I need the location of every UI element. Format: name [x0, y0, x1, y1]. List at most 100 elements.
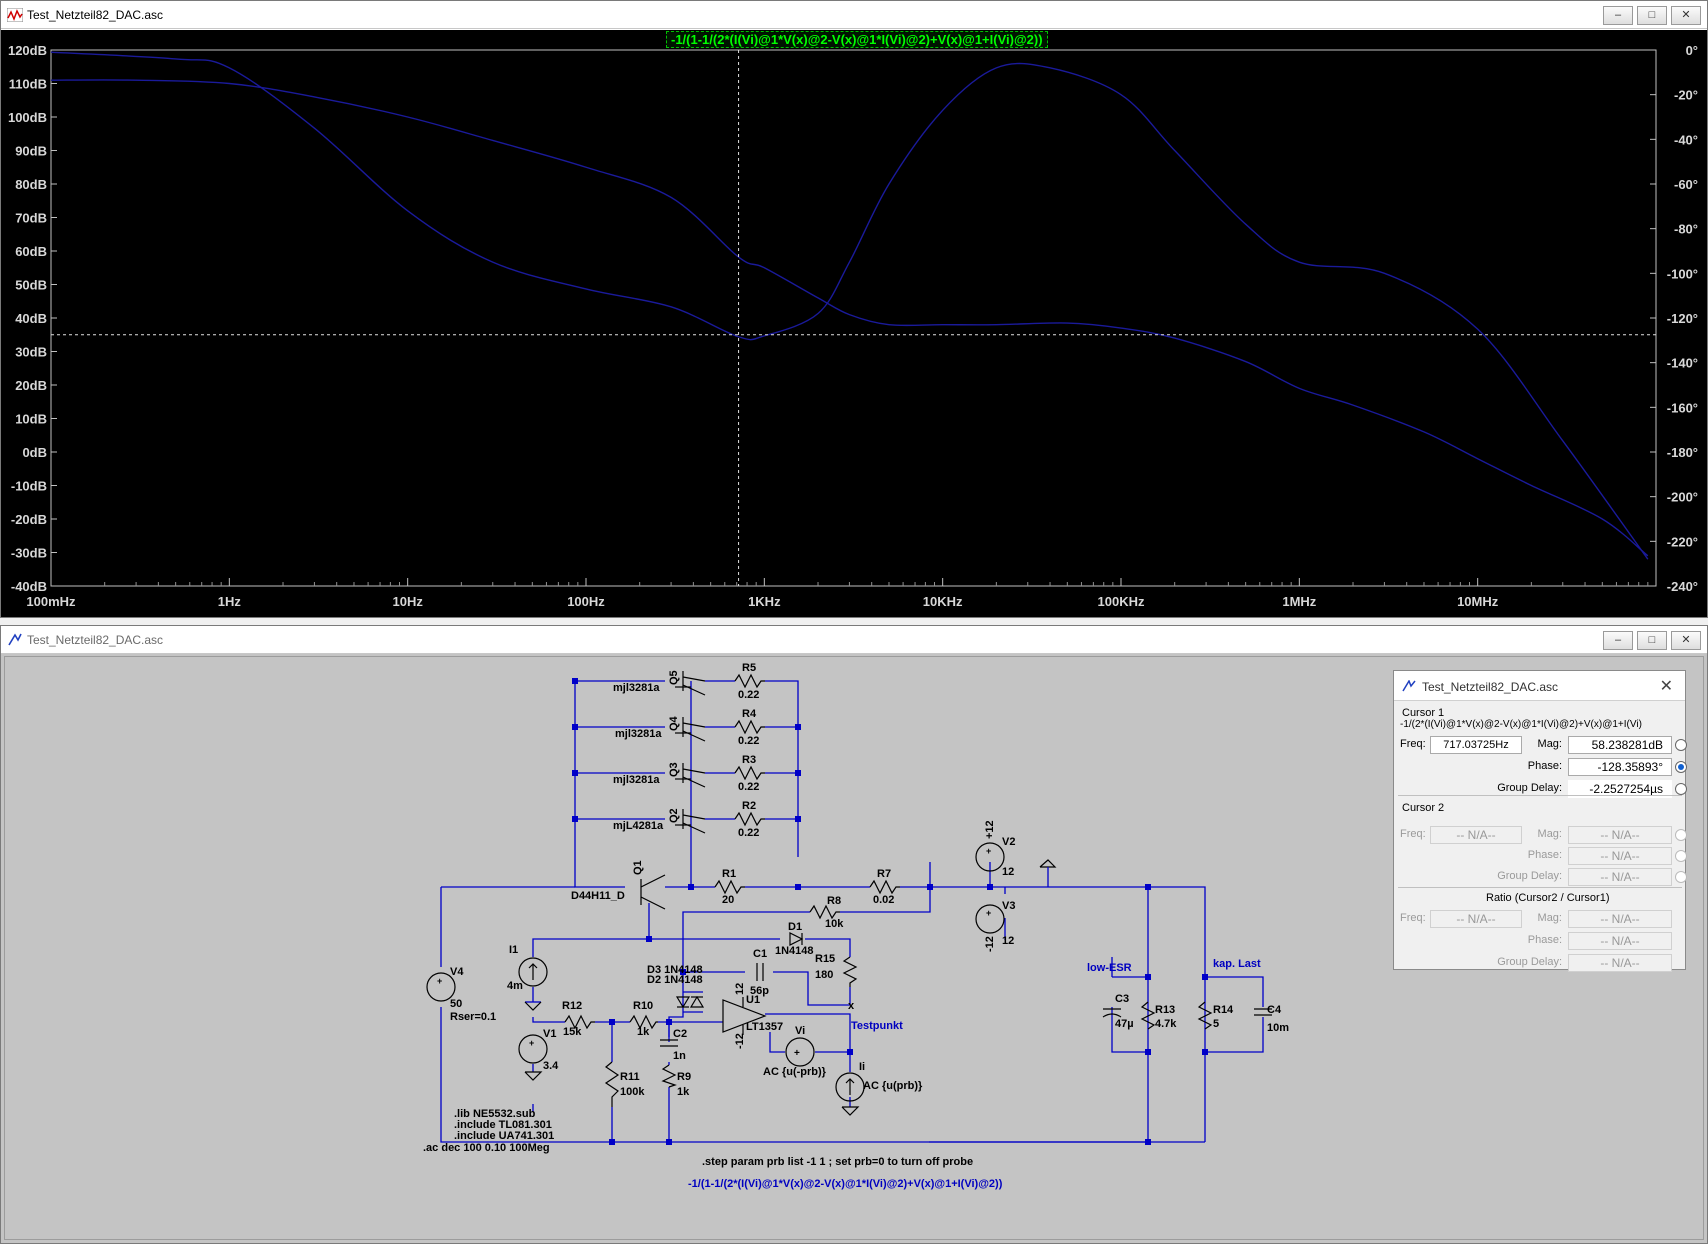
current-source-i1[interactable]: [518, 957, 548, 987]
cursor1-mag-field[interactable]: 58.238281dB: [1568, 736, 1672, 754]
r11-label: R11: [620, 1071, 640, 1083]
cursor2-group-delay-field: -- N/A--: [1568, 868, 1672, 886]
cursor1-mag-radio[interactable]: [1675, 739, 1687, 751]
waveform-titlebar[interactable]: Test_Netzteil82_DAC.asc – □ ✕: [1, 1, 1707, 29]
r12-value: 15k: [563, 1026, 582, 1038]
cursor2-label: Cursor 2: [1402, 802, 1445, 814]
voltage-source-v1[interactable]: +: [518, 1034, 548, 1064]
cursor1-group-delay-field[interactable]: -2.2527254µs: [1568, 780, 1672, 798]
schematic-window-title: Test_Netzteil82_DAC.asc: [27, 633, 164, 647]
bode-plot[interactable]: 120dB110dB100dB90dB80dB70dB60dB50dB40dB3…: [1, 30, 1707, 617]
low-esr-label: low-ESR: [1087, 962, 1132, 974]
resistor-r11[interactable]: [604, 1061, 620, 1107]
resistor-r1[interactable]: [714, 879, 745, 895]
ground-symbol-top: [1039, 859, 1057, 887]
spice-directive-include2[interactable]: .include UA741.301: [454, 1130, 554, 1142]
c4-label: C4: [1267, 1004, 1282, 1016]
voltage-source-v3[interactable]: +: [975, 904, 1005, 934]
minimize-button[interactable]: –: [1603, 6, 1633, 25]
d2-label: D2 1N4148: [647, 974, 703, 986]
resistor-r10[interactable]: [629, 1014, 658, 1030]
transistor-q3[interactable]: [675, 763, 706, 788]
schematic-titlebar[interactable]: Test_Netzteil82_DAC.asc – □ ✕: [1, 626, 1707, 654]
cursor1-phase-field[interactable]: -128.35893°: [1568, 758, 1672, 776]
maximize-button[interactable]: □: [1637, 6, 1667, 25]
schematic-minimize-button[interactable]: –: [1603, 631, 1633, 650]
y-left-tick-label: 40dB: [15, 311, 47, 326]
schematic-drawing[interactable]: + + + + + Q5 Q4 Q3 Q2: [5, 657, 1705, 1241]
cursor1-phase-radio[interactable]: [1675, 761, 1687, 773]
close-button[interactable]: ✕: [1671, 6, 1701, 25]
vi-label: Vi: [795, 1025, 805, 1037]
c2-value: 1n: [673, 1050, 686, 1062]
cursor2-group-delay-radio: [1675, 871, 1687, 883]
diode-d1[interactable]: [789, 932, 804, 946]
resistor-r13[interactable]: [1140, 1001, 1156, 1030]
x-tick-label: 10KHz: [923, 594, 963, 609]
y-right-tick-label: -140°: [1667, 356, 1698, 371]
cursor2-mag-field: -- N/A--: [1568, 826, 1672, 844]
schematic-close-button[interactable]: ✕: [1671, 631, 1701, 650]
resistor-r8[interactable]: [809, 904, 840, 920]
y-left-tick-label: 80dB: [15, 177, 47, 192]
spice-directive-step[interactable]: .step param prb list -1 1 ; set prb=0 to…: [702, 1156, 973, 1168]
opamp-u1[interactable]: [722, 997, 767, 1035]
schematic-expression-comment[interactable]: -1/(1-1/(2*(I(Vi)@1*V(x)@2-V(x)@1*I(Vi)@…: [688, 1178, 1003, 1190]
schematic-maximize-button[interactable]: □: [1637, 631, 1667, 650]
u1-neg-supply: -12: [734, 1033, 746, 1049]
schematic-app-icon: [8, 633, 22, 646]
spice-directive-lib[interactable]: .lib NE5532.sub: [454, 1108, 536, 1120]
capacitor-c1[interactable]: [756, 963, 764, 981]
y-right-tick-label: -40°: [1674, 132, 1698, 147]
x-tick-label: 1KHz: [748, 594, 781, 609]
cursor1-freq-field[interactable]: 717.03725Hz: [1430, 736, 1522, 754]
voltage-source-v4[interactable]: +: [426, 972, 456, 1002]
resistor-r2[interactable]: [734, 811, 765, 827]
cursor1-expression: -1/(2*(I(Vi)@1*V(x)@2-V(x)@1*I(Vi)@2)+V(…: [1400, 719, 1642, 730]
q5-label: Q5: [668, 670, 680, 685]
transistor-q4[interactable]: [675, 717, 706, 742]
transistor-q2[interactable]: [675, 809, 706, 834]
r4-label: R4: [742, 708, 757, 720]
v4-rser: Rser=0.1: [450, 1011, 496, 1023]
ii-label: Ii: [859, 1061, 865, 1073]
voltage-source-vi[interactable]: +: [785, 1037, 815, 1067]
trace-expression-label[interactable]: -1/(1-1/(2*(I(Vi)@1*V(x)@2-V(x)@1*I(Vi)@…: [666, 31, 1048, 48]
cursor-window-close-icon[interactable]: ✕: [1659, 678, 1673, 695]
resistor-r3[interactable]: [734, 765, 765, 781]
current-source-ii[interactable]: [835, 1072, 865, 1102]
resistor-r4[interactable]: [734, 719, 765, 735]
transistor-q5[interactable]: [675, 671, 706, 696]
r7-value: 0.02: [873, 894, 894, 906]
resistor-r9[interactable]: [661, 1064, 677, 1088]
resistor-r7[interactable]: [869, 879, 900, 895]
spice-directive-ac[interactable]: .ac dec 100 0.10 100Meg: [423, 1142, 550, 1154]
r10-label: R10: [633, 1000, 653, 1012]
capacitor-c3[interactable]: [1102, 1008, 1122, 1018]
cursor-window-titlebar[interactable]: Test_Netzteil82_DAC.asc ✕: [1394, 671, 1685, 701]
diode-d2-d3[interactable]: [675, 991, 705, 1013]
r14-value: 5: [1213, 1018, 1219, 1030]
cursor2-freq-label: Freq:: [1400, 828, 1426, 840]
ground-ii: [841, 1102, 860, 1116]
spice-directive-include1[interactable]: .include TL081.301: [454, 1119, 552, 1131]
cursor2-phase-label: Phase:: [1527, 849, 1562, 861]
u1-label: U1: [746, 994, 760, 1006]
resistor-r5[interactable]: [734, 673, 765, 689]
cursor2-phase-field: -- N/A--: [1568, 847, 1672, 865]
r8-label: R8: [827, 895, 841, 907]
cursor1-group-delay-radio[interactable]: [1675, 783, 1687, 795]
voltage-source-v2[interactable]: +: [975, 842, 1005, 872]
resistor-r12[interactable]: [564, 1014, 595, 1030]
capacitor-c2[interactable]: [660, 1039, 678, 1047]
schematic-wires: [440, 680, 1264, 1143]
cursor-readout-window[interactable]: Test_Netzteil82_DAC.asc ✕ Cursor 1 -1/(2…: [1393, 670, 1687, 972]
resistor-r15[interactable]: [842, 956, 858, 987]
capacitor-c4[interactable]: [1254, 1008, 1272, 1016]
resistor-r14[interactable]: [1197, 1001, 1213, 1030]
c1-value: 56p: [750, 985, 769, 997]
svg-text:+: +: [986, 846, 991, 856]
transistor-q1[interactable]: [640, 874, 666, 910]
